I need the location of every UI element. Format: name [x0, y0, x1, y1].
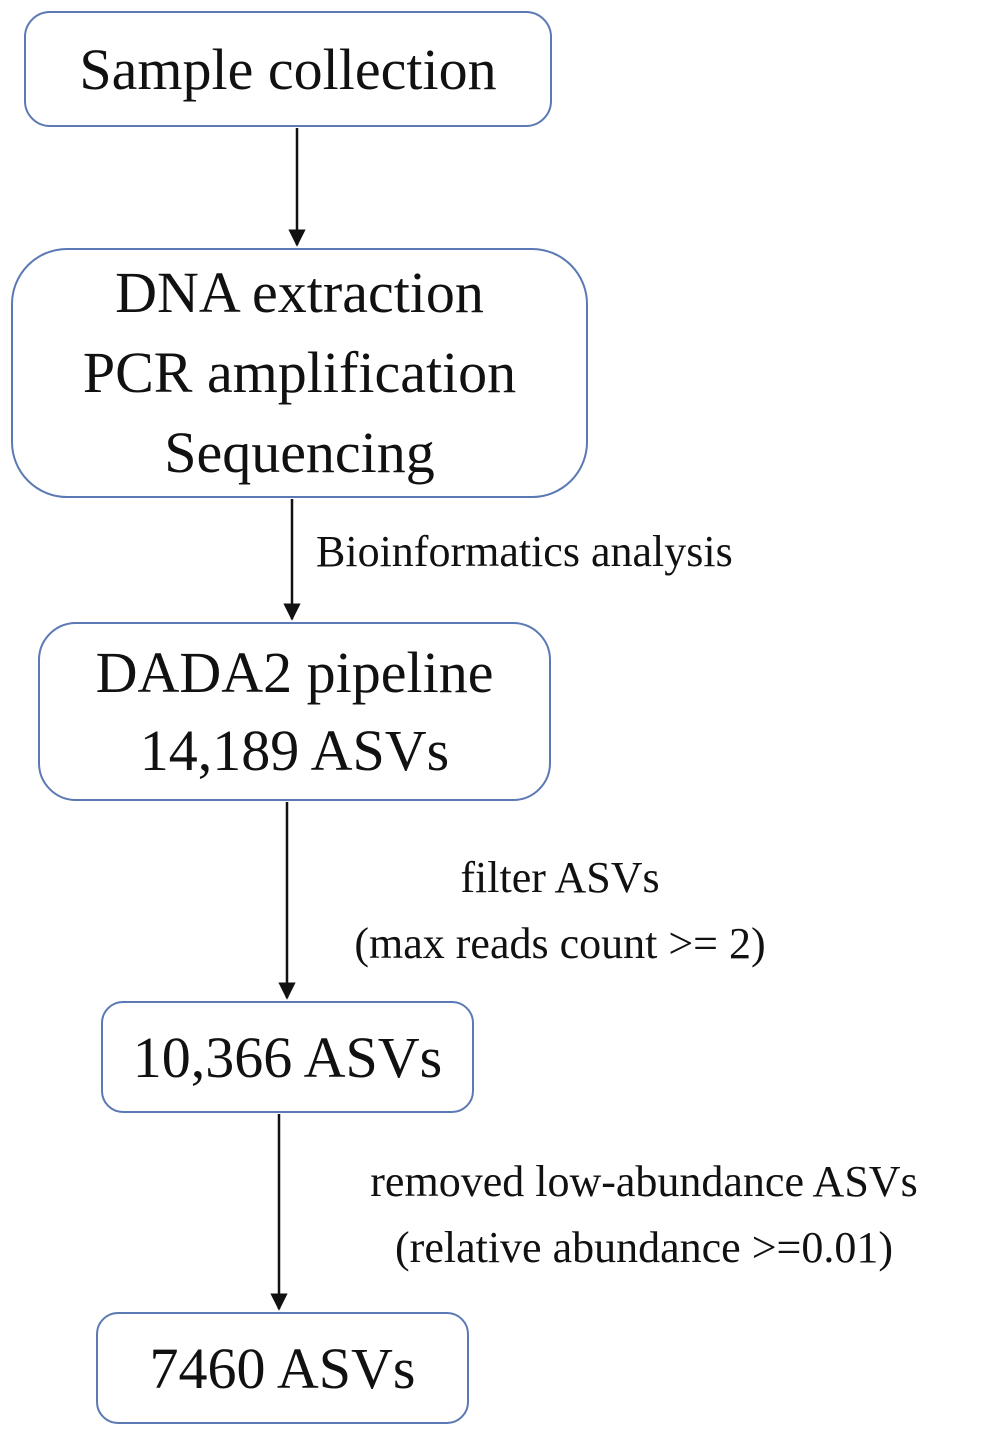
dna-extraction-label: DNA extraction	[115, 260, 484, 325]
pcr-amplification-label: PCR amplification	[82, 340, 517, 405]
dada2-pipeline-label: DADA2 pipeline	[95, 639, 494, 705]
final-asvs-box: 7460 ASVs	[96, 1312, 469, 1424]
filter-edge-label: filter ASVs (max reads count >= 2)	[300, 845, 820, 977]
remove-edge-label: removed low-abundance ASVs (relative abu…	[294, 1149, 994, 1281]
sample-collection-label: Sample collection	[79, 36, 497, 102]
bioinformatics-label: Bioinformatics analysis	[316, 527, 733, 576]
filtered-asv-count: 10,366 ASVs	[132, 1024, 443, 1090]
filter-label: filter ASVs	[460, 853, 660, 902]
filter-criterion: (max reads count >= 2)	[354, 919, 766, 968]
sequencing-label: Sequencing	[164, 420, 435, 485]
filtered-asvs-box: 10,366 ASVs	[101, 1001, 474, 1113]
dada2-asv-count: 14,189 ASVs	[139, 717, 450, 783]
dada2-box: DADA2 pipeline 14,189 ASVs	[38, 622, 551, 801]
final-asv-count: 7460 ASVs	[149, 1335, 416, 1401]
remove-label: removed low-abundance ASVs	[370, 1157, 918, 1206]
bioinformatics-edge-label: Bioinformatics analysis	[316, 526, 733, 577]
sample-collection-box: Sample collection	[24, 11, 552, 127]
remove-criterion: (relative abundance >=0.01)	[395, 1223, 893, 1272]
lab-processing-box: DNA extraction PCR amplification Sequenc…	[11, 248, 588, 498]
